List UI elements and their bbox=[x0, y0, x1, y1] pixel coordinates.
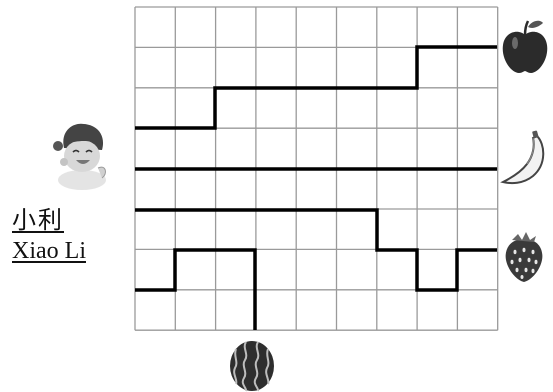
person-name-chinese: 小利 bbox=[12, 200, 64, 235]
apple-icon bbox=[503, 21, 548, 73]
watermelon-icon bbox=[230, 341, 274, 391]
person-name-english: Xiao Li bbox=[12, 238, 86, 265]
paths bbox=[135, 47, 497, 330]
girl-face-icon bbox=[53, 124, 106, 190]
strawberry-icon bbox=[506, 232, 543, 282]
banana-icon bbox=[503, 130, 543, 183]
